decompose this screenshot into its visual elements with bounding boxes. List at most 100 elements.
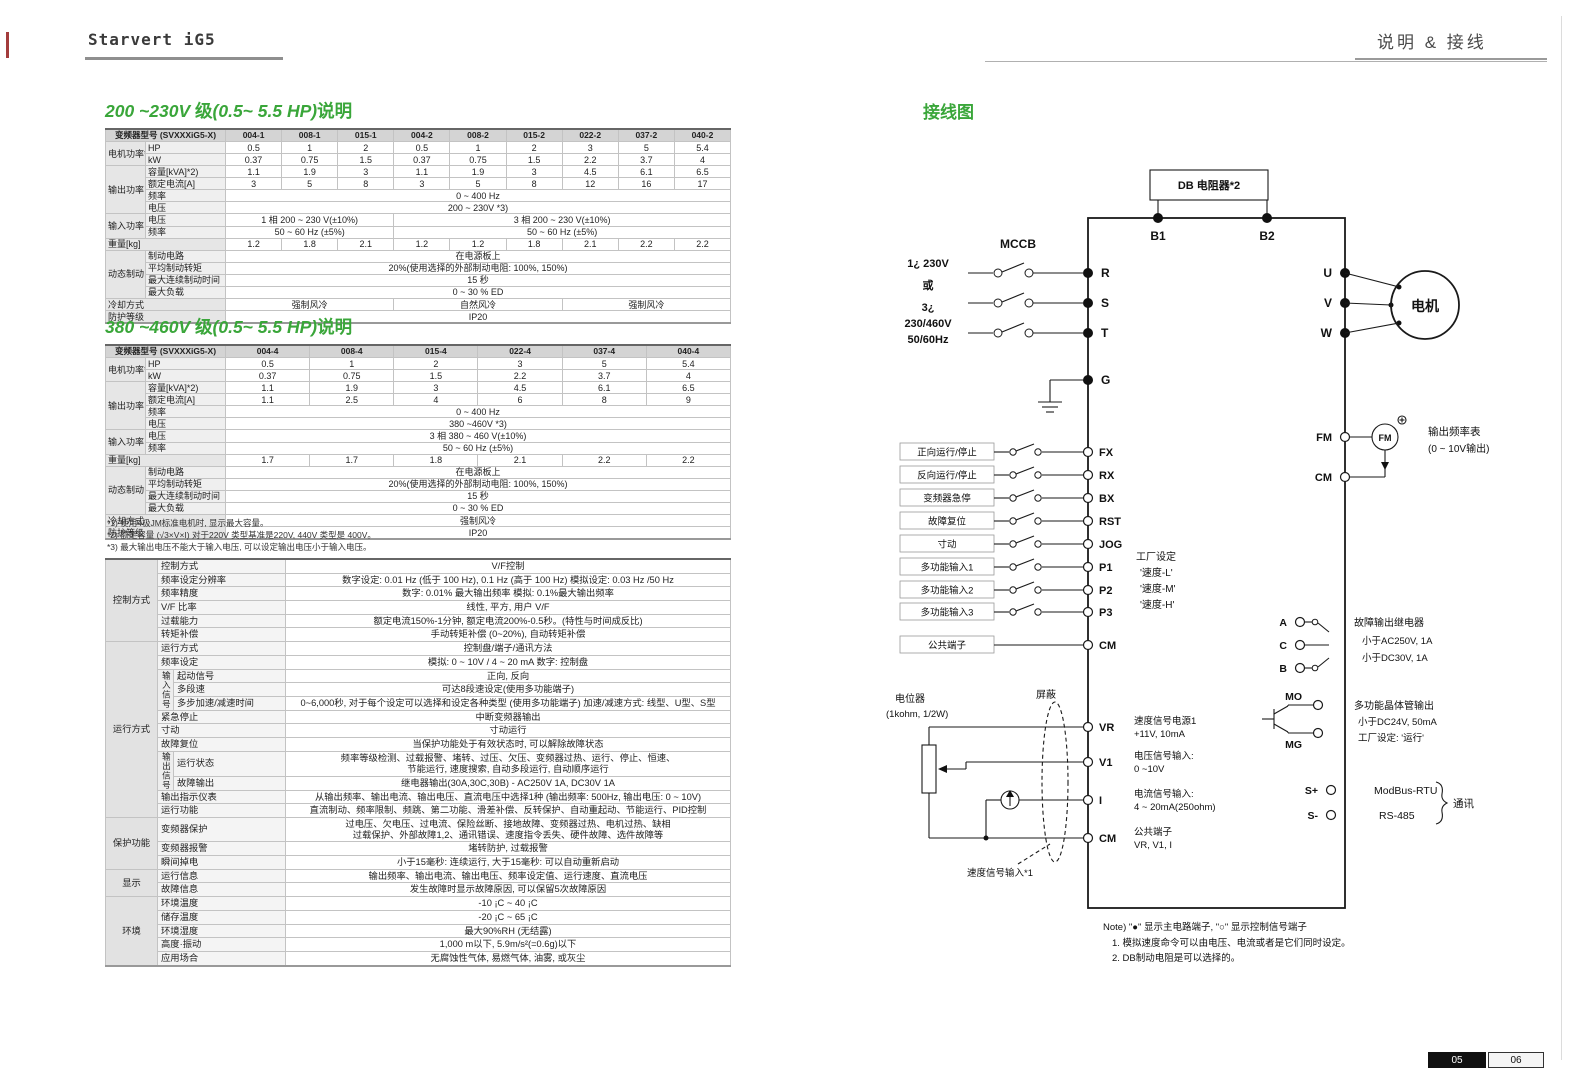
control-group: 保护功能 — [105, 817, 158, 870]
spec-value: 3.7 — [561, 369, 647, 383]
terminal-T-label: T — [1101, 326, 1109, 340]
spec-value: 6.1 — [561, 381, 647, 395]
terminal-VR — [1082, 721, 1094, 733]
spec-group: 输入功率 — [105, 213, 146, 239]
switch-blade — [1015, 558, 1035, 567]
section-title-voltage: 380 ~460V — [105, 317, 191, 337]
power-label: 1¿ 230V — [907, 258, 949, 270]
terminal-RST — [1082, 515, 1094, 527]
spec-value: 0.5 — [393, 140, 451, 155]
spec-value: 5.4 — [645, 356, 731, 371]
switch-contact — [1034, 563, 1042, 571]
switch-blade — [1015, 489, 1035, 498]
line — [1017, 843, 1051, 865]
terminal-T — [1083, 328, 1093, 338]
switch-contact — [1009, 586, 1017, 594]
spec-value: 20%(使用选择的外部制动电阻: 100%, 150%) — [225, 477, 731, 491]
terminal-CM-fm-label: CM — [1315, 472, 1332, 484]
control-value: 可达8段速设定(使用多功能端子) — [285, 682, 732, 697]
switch-contact — [1034, 608, 1042, 616]
switch-blade — [1015, 443, 1035, 452]
switch-contact — [1034, 586, 1042, 594]
terminal-Sminus-label: S- — [1308, 810, 1319, 822]
mccb-pole-r — [968, 262, 1083, 278]
spec-group: 电机功率*1) — [105, 356, 146, 383]
spec-value: 4 — [673, 153, 732, 167]
page-edge-mark — [6, 32, 9, 58]
spec-group: 输入功率 — [105, 429, 146, 455]
control-value: 发生故障时显示故障原因, 可以保留5次故障原因 — [285, 882, 732, 898]
terminal-P1 — [1082, 561, 1094, 573]
spec-value: 1.1 — [225, 165, 283, 179]
terminal-B — [1294, 662, 1306, 674]
spec-value: 0.5 — [225, 356, 311, 371]
spec-value: 6 — [477, 393, 563, 407]
terminal-JOG-label: JOG — [1099, 539, 1122, 551]
model-name: 015-1 — [337, 128, 395, 142]
model-name: 015-4 — [393, 344, 479, 358]
spec-value: 强制风冷 — [225, 514, 731, 528]
terminal-CM — [1082, 639, 1094, 651]
spec-value: 2.1 — [337, 237, 395, 251]
spec-value: 200 ~ 230V *3) — [225, 201, 731, 215]
ground-symbol — [1038, 379, 1083, 413]
comm-label: 通讯 — [1453, 797, 1475, 810]
spec-row: 冷却方式强制风冷自然风冷强制风冷 — [104, 298, 732, 312]
spec-value: 8 — [337, 177, 395, 191]
control-row: 过载能力额定电流150%-1分钟, 额定电流200%-0.5秒。(特性与时间成反… — [106, 613, 732, 629]
factory-speed-m: '速度-M' — [1140, 582, 1176, 595]
control-subgroup: 输入信号 — [157, 668, 174, 711]
spec-value: 0 ~ 30 % ED — [225, 285, 731, 300]
power-label: 230/460V — [904, 318, 952, 330]
spec-label: 容量[kVA]*2) — [144, 381, 227, 395]
page-section-label: 说明 & 接线 — [1377, 33, 1487, 52]
control-value: 正向, 反向 — [285, 668, 732, 684]
spec-label: 电压 — [144, 429, 227, 443]
terminal-MO — [1312, 699, 1324, 711]
switch-contact — [1009, 608, 1017, 616]
spec-value: 2.2 — [561, 453, 647, 467]
control-label: 过载能力 — [156, 613, 287, 629]
section-title-class: 级 — [190, 317, 213, 337]
spec-group: 动态制动 — [105, 465, 146, 516]
terminal-FM — [1339, 431, 1351, 443]
line — [1317, 622, 1330, 633]
terminal-P3 — [1082, 606, 1094, 618]
terminal-P1-label: P1 — [1099, 562, 1112, 574]
input-label: 反向运行/停止 — [917, 470, 977, 482]
control-label: 环境温度 — [156, 896, 287, 911]
transistor-output-desc: 多功能晶体管输出 — [1354, 699, 1434, 712]
terminal-I — [1082, 794, 1094, 806]
input-label: 变频器急停 — [923, 493, 971, 505]
control-group: 控制方式 — [105, 558, 158, 643]
control-value: 0~6,000秒, 对于每个设定可以选择和设定各种类型 (使用多功能端子) 加速… — [285, 695, 732, 711]
page-number-left: 05 — [1428, 1052, 1486, 1068]
spec-label: 平均制动转矩 — [144, 261, 227, 275]
db-resistor: DB 电阻器*2 — [1149, 169, 1269, 218]
terminal-S — [1083, 298, 1093, 308]
control-row: 多段速可达8段速设定(使用多功能端子) — [106, 682, 732, 697]
spec-value: 1.1 — [225, 381, 311, 395]
control-label: 输出指示仪表 — [156, 789, 287, 805]
control-label: 储存温度 — [156, 909, 287, 925]
section-title-voltage: 200 ~230V — [105, 101, 191, 121]
control-label: 变频器报警 — [156, 841, 287, 857]
line — [1344, 322, 1400, 334]
potentiometer-label: 电位器 — [895, 692, 925, 705]
terminal-B1-label: B1 — [1150, 229, 1166, 243]
switch-contact — [1009, 540, 1017, 548]
factory-speed-l: '速度-L' — [1140, 566, 1173, 579]
spec-value: 15 秒 — [225, 273, 731, 287]
spec-row: 动态制动制动电路在电源板上 — [105, 249, 731, 300]
spec-value: 0.37 — [225, 369, 311, 383]
spec-label: kW — [144, 369, 227, 383]
control-value: 当保护功能处于有效状态时, 可以解除故障状态 — [285, 736, 732, 752]
